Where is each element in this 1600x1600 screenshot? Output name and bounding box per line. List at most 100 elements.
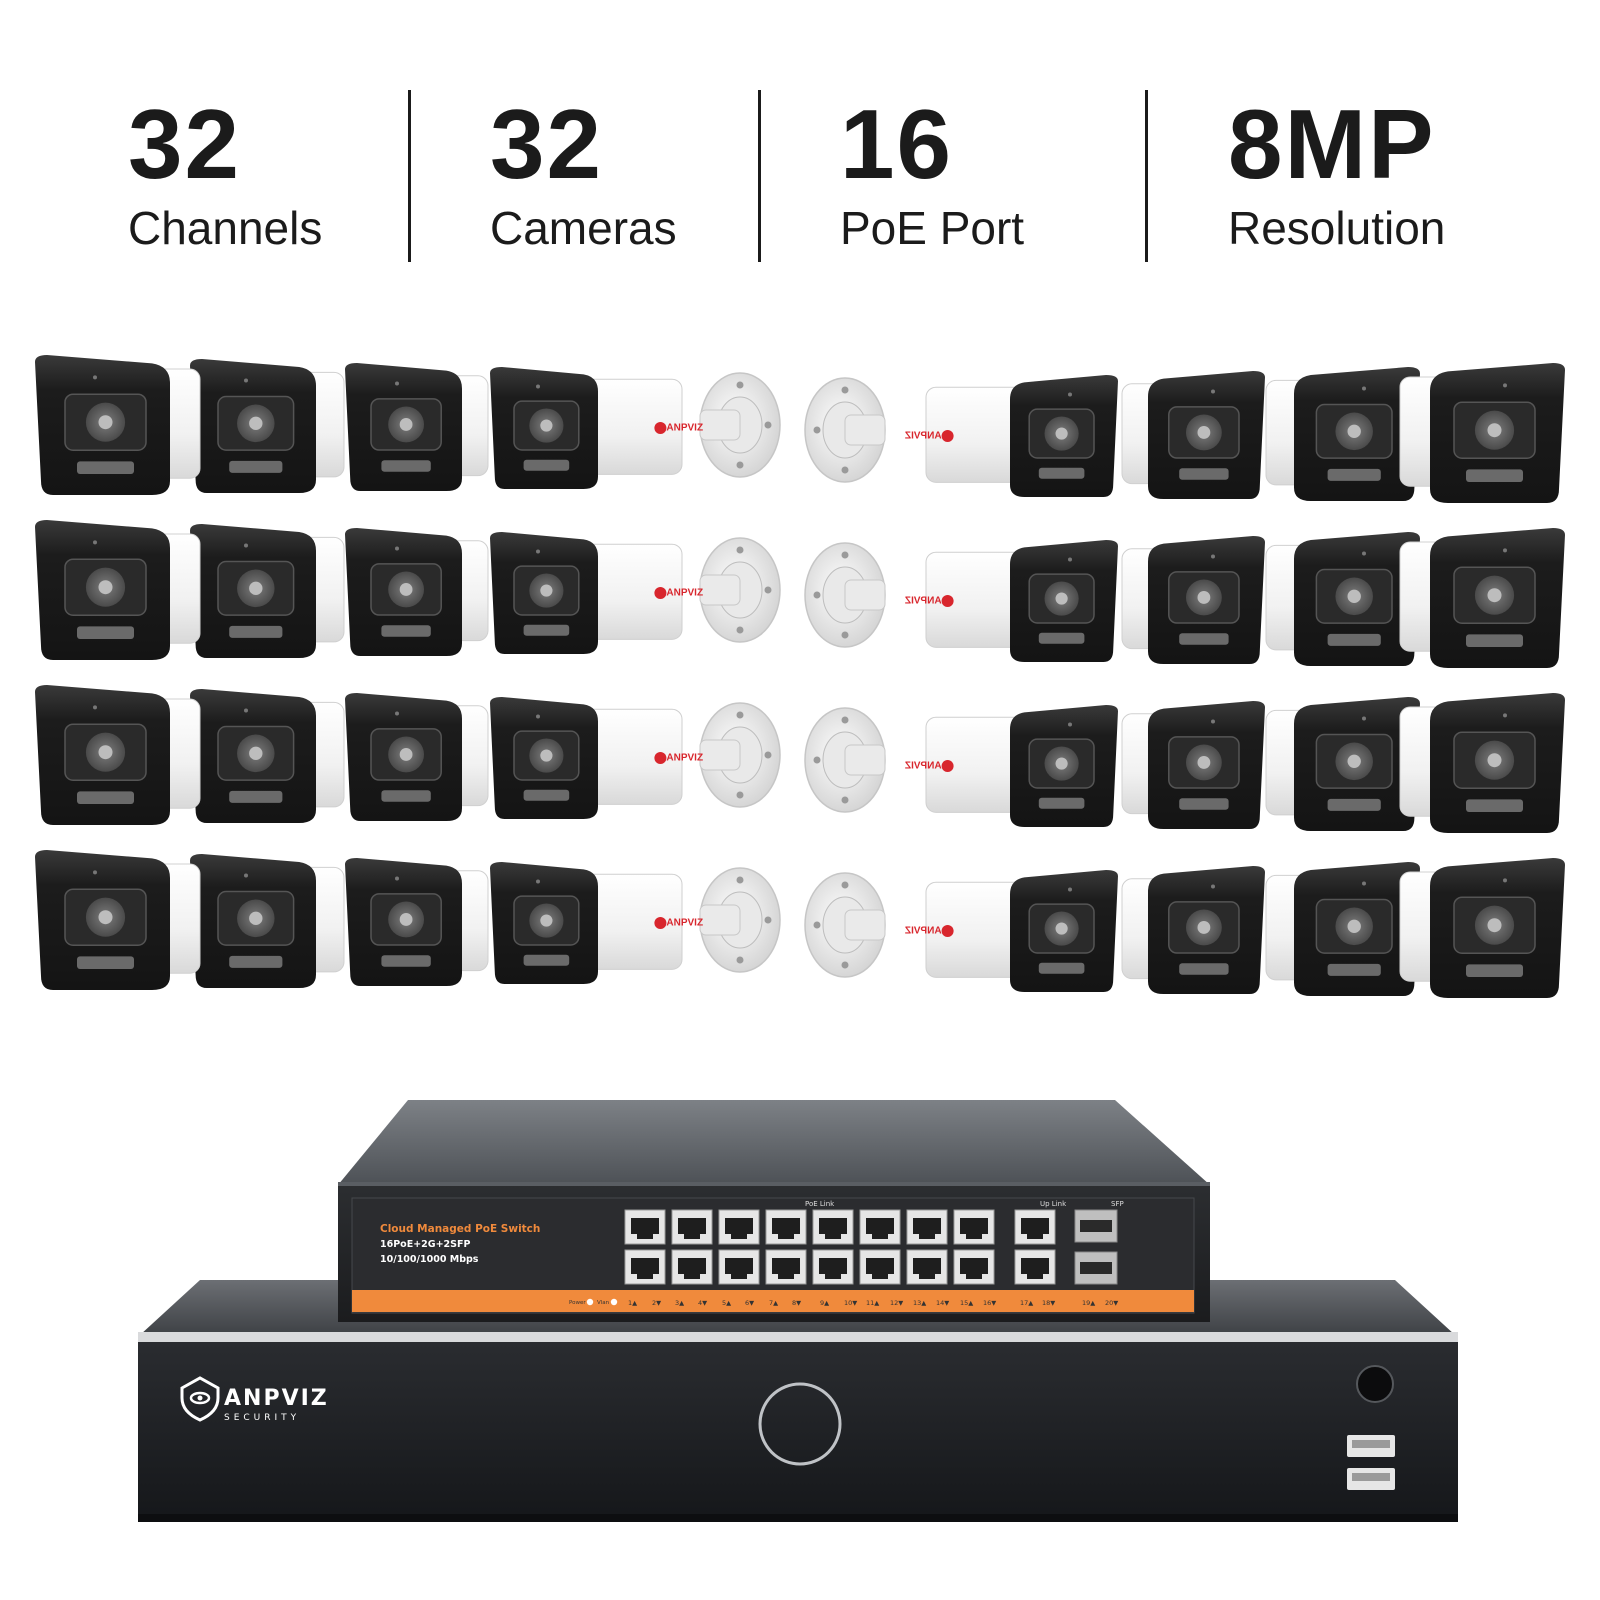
bullet-camera [345, 693, 489, 821]
camera-grid: ANPVIZANPVIZANPVIZANPVIZANPVIZANPVIZANPV… [35, 355, 1565, 998]
bullet-camera [35, 685, 201, 825]
ethernet-port[interactable] [1014, 1209, 1056, 1245]
status-label-power: Power [569, 1300, 586, 1306]
bullet-camera [1121, 866, 1265, 994]
camera-row: ANPVIZ ANPVIZ [35, 355, 1565, 503]
camera-lens [1474, 905, 1515, 945]
ethernet-port[interactable] [718, 1249, 760, 1285]
camera-row: ANPVIZ ANPVIZ [35, 685, 1565, 833]
bullet-camera: ANPVIZ [490, 862, 703, 984]
camera-brand-logo: ANPVIZ [654, 587, 703, 599]
bullet-camera [1399, 528, 1565, 668]
ethernet-port[interactable] [624, 1209, 666, 1245]
usb-port[interactable] [1347, 1468, 1395, 1490]
ethernet-port[interactable] [906, 1249, 948, 1285]
camera-lens [1474, 740, 1515, 780]
port-label: 6▼ [745, 1299, 754, 1307]
nvr-status-ring [758, 1382, 842, 1466]
camera-brand-logo: ANPVIZ [905, 760, 954, 772]
camera-brand-text: ANPVIZ [905, 430, 942, 441]
ethernet-port[interactable] [859, 1209, 901, 1245]
ethernet-port[interactable] [765, 1209, 807, 1245]
camera-brand-logo: ANPVIZ [654, 917, 703, 929]
spec-divider [1145, 90, 1148, 262]
vlan-led [610, 1298, 618, 1306]
usb-port[interactable] [1347, 1435, 1395, 1457]
port-label: 18▼ [1042, 1299, 1055, 1307]
bullet-camera [1265, 862, 1420, 996]
spec-resolution-label: Resolution [1228, 202, 1446, 254]
camera-brand-logo: ANPVIZ [654, 422, 703, 434]
bullet-camera [1121, 701, 1265, 829]
camera-lens [237, 899, 275, 938]
switch-accent-strip [352, 1290, 1194, 1312]
camera-lens [1335, 907, 1373, 946]
camera-lens [1185, 744, 1222, 781]
camera-brand-logo: ANPVIZ [654, 752, 703, 764]
spec-divider [408, 90, 411, 262]
port-label: 1▲ [628, 1299, 637, 1307]
port-label: 13▲ [913, 1299, 926, 1307]
camera-lens [1335, 742, 1373, 781]
port-label: 7▲ [769, 1299, 778, 1307]
nvr-tagline: SECURITY [224, 1413, 300, 1423]
bullet-camera [1265, 532, 1420, 666]
bullet-camera: ANPVIZ [905, 375, 1118, 497]
ethernet-port[interactable] [1014, 1249, 1056, 1285]
port-label: 17▲ [1020, 1299, 1033, 1307]
camera-lens [1474, 410, 1515, 450]
ethernet-port[interactable] [953, 1209, 995, 1245]
ethernet-port[interactable] [906, 1209, 948, 1245]
sfp-port[interactable] [1074, 1209, 1118, 1243]
port-label: 8▼ [792, 1299, 801, 1307]
spec-channels-label: Channels [128, 202, 323, 254]
ethernet-port[interactable] [812, 1249, 854, 1285]
port-label: 2▼ [652, 1299, 661, 1307]
ethernet-port[interactable] [812, 1209, 854, 1245]
camera-lens [529, 408, 564, 443]
port-label: 12▼ [890, 1299, 903, 1307]
poe-switch: Cloud Managed PoE Switch 16PoE+2G+2SFP 1… [338, 1100, 1210, 1322]
camera-lens [1185, 579, 1222, 616]
camera-lens [1044, 746, 1079, 781]
camera-lens [388, 571, 425, 608]
spec-resolution-value: 8MP [1228, 89, 1436, 199]
camera-brand-text: ANPVIZ [666, 752, 703, 763]
nvr-power-button[interactable] [1356, 1365, 1394, 1403]
port-label: 16▼ [983, 1299, 996, 1307]
camera-lens [237, 404, 275, 443]
camera-lens [529, 738, 564, 773]
sfp-port[interactable] [1074, 1251, 1118, 1285]
camera-lens [1335, 412, 1373, 451]
bullet-camera: ANPVIZ [490, 532, 703, 654]
ethernet-port[interactable] [765, 1249, 807, 1285]
nvr-brand: ANPVIZ [224, 1386, 329, 1411]
ethernet-port[interactable] [953, 1249, 995, 1285]
spec-cameras-label: Cameras [490, 202, 677, 254]
camera-brand-text: ANPVIZ [905, 925, 942, 936]
camera-brand-text: ANPVIZ [666, 917, 703, 928]
bullet-camera [190, 359, 345, 493]
camera-brand-text: ANPVIZ [666, 587, 703, 598]
ethernet-port[interactable] [624, 1249, 666, 1285]
power-led [586, 1298, 594, 1306]
camera-lens [388, 406, 425, 443]
ethernet-port[interactable] [718, 1209, 760, 1245]
bullet-camera [345, 363, 489, 491]
port-label: 19▲ [1082, 1299, 1095, 1307]
bullet-camera [1265, 367, 1420, 501]
switch-title: Cloud Managed PoE Switch [380, 1223, 540, 1235]
camera-brand-logo: ANPVIZ [905, 430, 954, 442]
ethernet-port[interactable] [859, 1249, 901, 1285]
uplink-label: Up Link [1040, 1200, 1067, 1208]
camera-brand-logo: ANPVIZ [905, 595, 954, 607]
ethernet-port[interactable] [671, 1249, 713, 1285]
camera-lens [388, 901, 425, 938]
status-label-vlan: Vlan [597, 1300, 610, 1306]
spec-poe-ports: 16 PoE Port [840, 95, 1024, 251]
port-label: 11▲ [866, 1299, 879, 1307]
camera-lens [1044, 581, 1079, 616]
ethernet-port[interactable] [671, 1209, 713, 1245]
bullet-camera [190, 524, 345, 658]
bullet-camera [1399, 363, 1565, 503]
